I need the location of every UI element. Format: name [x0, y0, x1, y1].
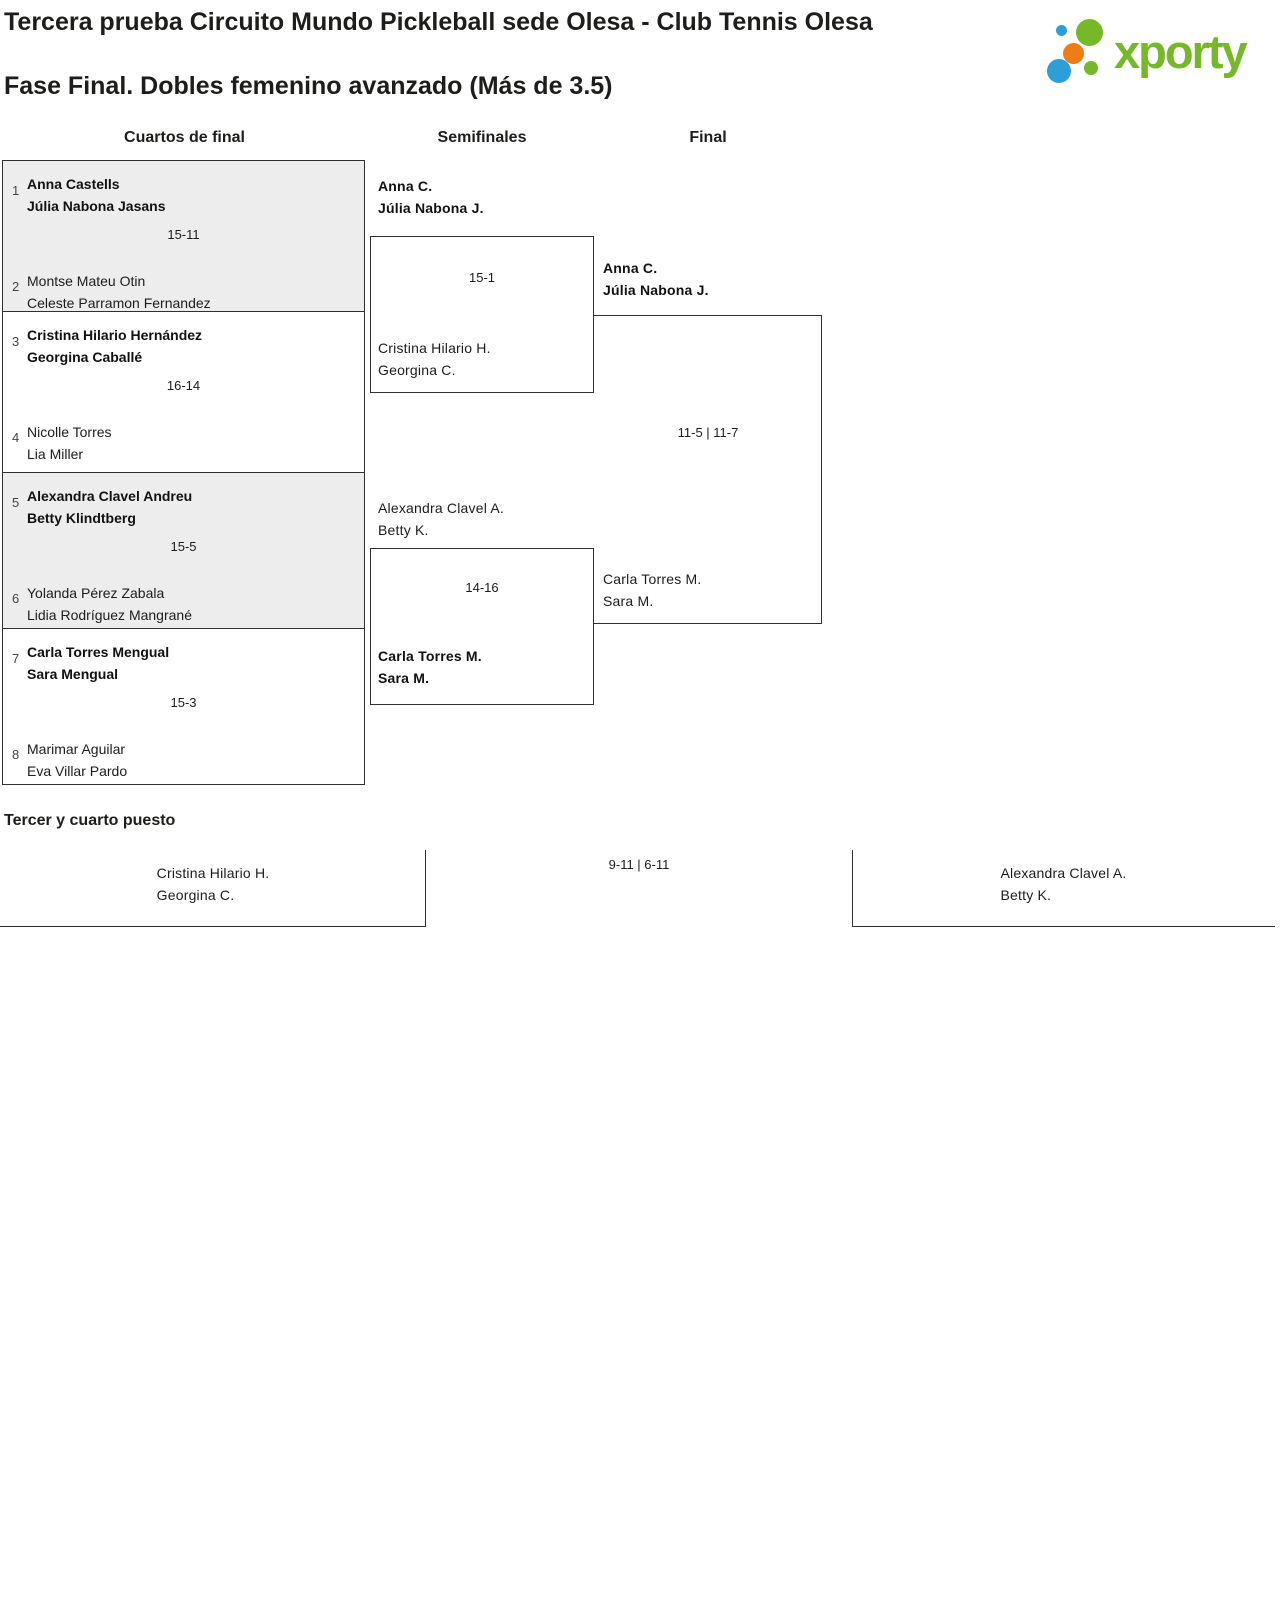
player-name: Carla Torres M.	[603, 571, 702, 587]
seed-number: 1	[12, 183, 20, 198]
player-name: Sara Mengual	[27, 666, 119, 682]
final-top-team: Anna C. Júlia Nabona J.	[603, 257, 709, 301]
quarterfinal-match-4: 7 Carla Torres Mengual Sara Mengual 15-3…	[2, 628, 365, 785]
semifinal-match-2-box	[370, 548, 594, 705]
player-name: Anna C.	[378, 178, 433, 194]
team-pair: Carla Torres Mengual Sara Mengual	[27, 641, 169, 685]
quarterfinal-match-2: 3 Cristina Hilario Hernández Georgina Ca…	[2, 311, 365, 473]
logo-dot-icon	[1076, 19, 1103, 46]
page-title: Tercera prueba Circuito Mundo Pickleball…	[4, 8, 873, 36]
quarterfinals-column: 1 Anna Castells Júlia Nabona Jasans 15-1…	[2, 160, 365, 785]
player-name: Cristina Hilario H.	[156, 865, 270, 881]
logo-dot-icon	[1063, 43, 1084, 64]
final-match-box	[594, 315, 822, 624]
third-place-left-box	[0, 850, 426, 927]
player-name: Cristina Hilario Hernández	[27, 327, 203, 343]
match-score: 15-5	[170, 539, 197, 554]
player-name: Betty Klindtberg	[27, 510, 136, 526]
player-name: Montse Mateu Otin	[27, 273, 146, 289]
seed-number: 5	[12, 495, 20, 510]
semifinal2-bottom-team: Carla Torres M. Sara M.	[378, 645, 482, 689]
player-name: Anna C.	[603, 260, 658, 276]
player-name: Alexandra Clavel A.	[378, 500, 504, 516]
player-name: Sara M.	[378, 670, 430, 686]
match-score: 15-11	[167, 227, 200, 242]
team-pair: Anna Castells Júlia Nabona Jasans	[27, 173, 166, 217]
player-name: Marimar Aguilar	[27, 741, 126, 757]
semifinal1-top-team: Anna C. Júlia Nabona J.	[378, 175, 484, 219]
semifinal-match-1-box	[370, 236, 594, 393]
round-header-final: Final	[689, 129, 727, 146]
player-name: Anna Castells	[27, 176, 120, 192]
player-name: Alexandra Clavel A.	[1000, 865, 1127, 881]
third-place-left-team: Cristina Hilario H. Georgina C.	[0, 862, 426, 906]
player-name: Carla Torres Mengual	[27, 644, 170, 660]
quarterfinal-match-1: 1 Anna Castells Júlia Nabona Jasans 15-1…	[2, 160, 365, 312]
final-score: 11-5 | 11-7	[677, 425, 739, 440]
player-name: Cristina Hilario H.	[378, 340, 491, 356]
match-score: 16-14	[166, 378, 201, 393]
logo-dot-icon	[1084, 61, 1098, 75]
seed-number: 2	[12, 279, 20, 294]
player-name: Georgina C.	[378, 362, 456, 378]
third-place-score: 9-11 | 6-11	[608, 857, 670, 872]
player-name: Eva Villar Pardo	[27, 763, 128, 779]
player-name: Betty K.	[378, 522, 429, 538]
seed-number: 3	[12, 334, 20, 349]
logo-wordmark: xporty	[1114, 25, 1248, 78]
player-name: Georgina Caballé	[27, 349, 143, 365]
team-pair: Nicolle Torres Lia Miller	[27, 421, 112, 465]
semifinal2-score: 14-16	[465, 580, 499, 595]
team-pair: Marimar Aguilar Eva Villar Pardo	[27, 738, 127, 782]
player-name: Celeste Parramon Fernandez	[27, 295, 211, 311]
third-place-right-team: Alexandra Clavel A. Betty K.	[852, 862, 1275, 906]
page-subtitle: Fase Final. Dobles femenino avanzado (Má…	[4, 72, 613, 100]
xporty-logo[interactable]: xporty	[1040, 12, 1280, 96]
third-place-heading: Tercer y cuarto puesto	[4, 812, 176, 829]
seed-number: 7	[12, 651, 20, 666]
team-pair: Yolanda Pérez Zabala Lidia Rodríguez Man…	[27, 582, 192, 626]
logo-dot-icon	[1056, 25, 1067, 36]
team-pair: Cristina Hilario Hernández Georgina Caba…	[27, 324, 202, 368]
player-name: Alexandra Clavel Andreu	[27, 488, 193, 504]
third-place-right-box	[852, 850, 1275, 927]
player-name: Lidia Rodríguez Mangrané	[27, 607, 192, 623]
player-name: Carla Torres M.	[378, 648, 482, 664]
player-name: Georgina C.	[156, 887, 235, 903]
round-header-semifinals: Semifinales	[437, 129, 527, 146]
player-name: Júlia Nabona J.	[603, 282, 709, 298]
semifinal2-top-team: Alexandra Clavel A. Betty K.	[378, 497, 504, 541]
team-pair: Montse Mateu Otin Celeste Parramon Ferna…	[27, 270, 211, 314]
player-name: Yolanda Pérez Zabala	[27, 585, 165, 601]
player-name: Lia Miller	[27, 446, 84, 462]
quarterfinal-match-3: 5 Alexandra Clavel Andreu Betty Klindtbe…	[2, 472, 365, 629]
semifinal1-score: 15-1	[468, 270, 496, 285]
seed-number: 4	[12, 430, 20, 445]
logo-dot-icon	[1047, 59, 1071, 83]
final-bottom-team: Carla Torres M. Sara M.	[603, 568, 701, 612]
player-name: Nicolle Torres	[27, 424, 112, 440]
player-name: Júlia Nabona Jasans	[27, 198, 166, 214]
seed-number: 8	[12, 747, 20, 762]
match-score: 15-3	[170, 695, 197, 710]
player-name: Betty K.	[1000, 887, 1052, 903]
player-name: Júlia Nabona J.	[378, 200, 484, 216]
round-header-quarterfinals: Cuartos de final	[124, 129, 245, 146]
seed-number: 6	[12, 591, 20, 606]
semifinal1-bottom-team: Cristina Hilario H. Georgina C.	[378, 337, 491, 381]
team-pair: Alexandra Clavel Andreu Betty Klindtberg	[27, 485, 192, 529]
player-name: Sara M.	[603, 593, 654, 609]
